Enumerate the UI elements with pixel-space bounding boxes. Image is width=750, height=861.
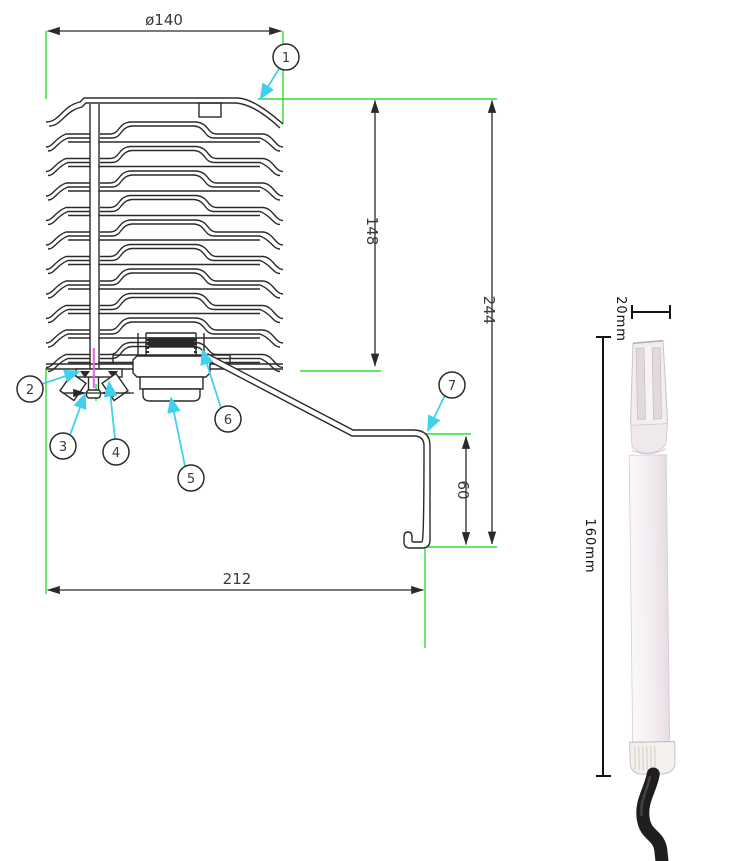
probe-cable	[636, 767, 669, 861]
probe-body	[628, 454, 671, 743]
svg-text:5: 5	[187, 472, 195, 487]
callout-6: 6	[214, 405, 242, 433]
callout-5: 5	[177, 464, 205, 492]
callout-4: 4	[102, 438, 130, 466]
leader-lines	[41, 68, 446, 467]
callout-2: 2	[16, 375, 44, 403]
dim-overall-width: 212	[223, 570, 252, 588]
svg-text:7: 7	[448, 379, 456, 394]
radiation-shield	[45, 97, 284, 402]
sensor-photo: 20mm 160mm	[582, 296, 676, 861]
cable-gland	[132, 332, 211, 402]
svg-text:1: 1	[282, 51, 290, 66]
svg-text:2: 2	[26, 383, 34, 398]
callout-3: 3	[49, 432, 77, 460]
photo-cap-width-label: 20mm	[613, 296, 628, 342]
svg-text:3: 3	[59, 440, 67, 455]
callout-7: 7	[438, 371, 466, 399]
dimension-lines	[46, 26, 497, 595]
extension-lines	[45, 31, 497, 648]
photo-probe-length-label: 160mm	[582, 518, 597, 573]
callout-balloons: 1 2 3 4 5 6 7	[16, 43, 466, 492]
svg-text:6: 6	[224, 413, 232, 428]
sensor-rod	[89, 104, 100, 369]
dim-overall-height: 244	[480, 296, 498, 325]
callout-1: 1	[272, 43, 300, 71]
probe-image	[628, 339, 676, 861]
photo-dimension-marks	[596, 305, 671, 777]
dim-top-diameter: ø140	[145, 11, 183, 29]
mounting-bracket	[204, 353, 431, 549]
dim-bracket-leg-height: 60	[454, 480, 472, 499]
probe-shoulder	[630, 423, 669, 454]
dim-louver-stack-height: 148	[363, 217, 381, 246]
top-plate	[45, 97, 284, 129]
svg-text:4: 4	[112, 446, 120, 461]
probe-gland-nut	[629, 741, 676, 775]
dimension-labels: ø140 148 244 60 212	[145, 11, 498, 588]
